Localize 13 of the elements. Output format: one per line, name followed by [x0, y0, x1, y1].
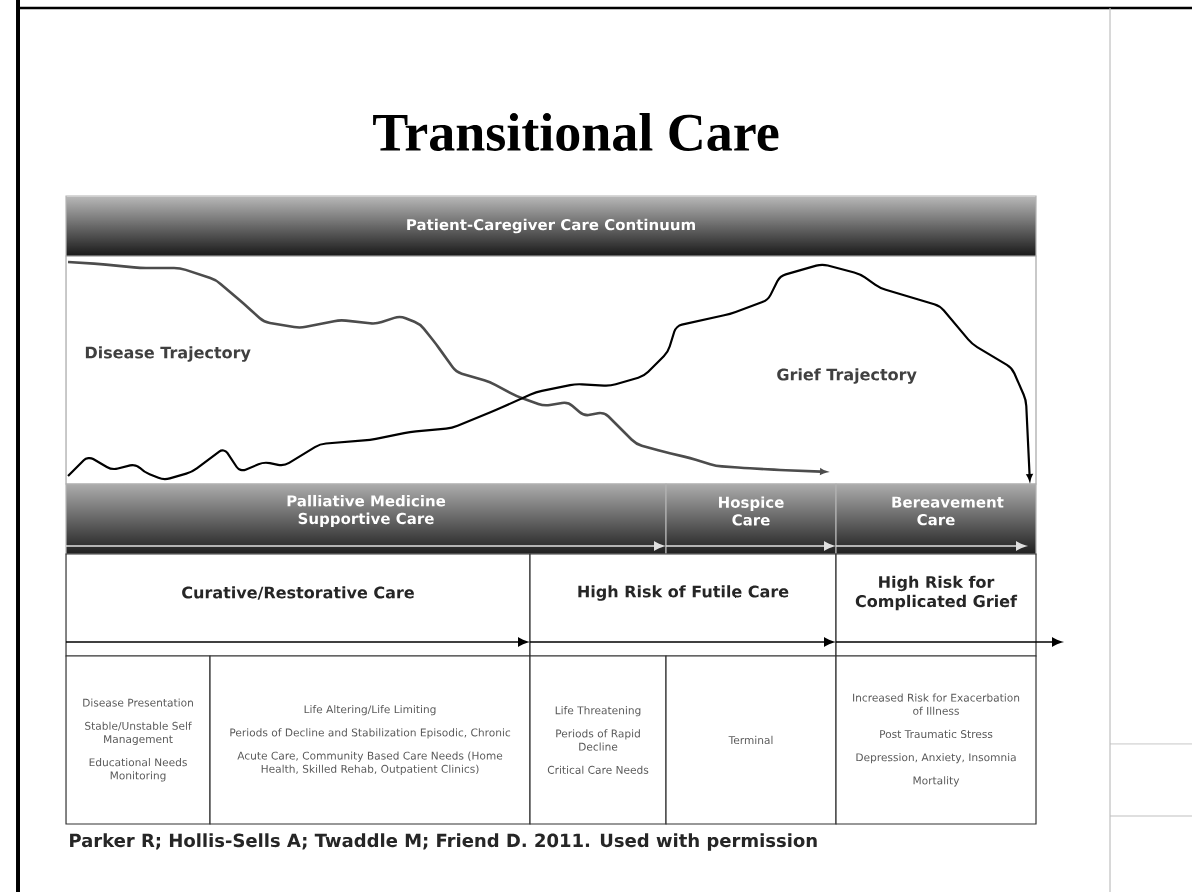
arrow [65, 637, 528, 647]
phase-box: High Risk of Futile Care [529, 553, 837, 657]
slide-title: Transitional Care [373, 113, 779, 151]
arrow [835, 637, 1062, 647]
arrow [665, 541, 834, 551]
arrow [529, 637, 834, 647]
arrow [835, 541, 1026, 551]
trajectory-label: Disease Trajectory [85, 346, 251, 362]
phase-box: High Risk for Complicated Grief [835, 553, 1037, 657]
arrow [65, 541, 664, 551]
phase-box: Curative/Restorative Care [65, 553, 531, 657]
citation: Parker R; Hollis-Sells A; Twaddle M; Friend D. 2011. Used with permission [70, 833, 817, 851]
trajectory-label: Grief Trajectory [777, 368, 917, 384]
